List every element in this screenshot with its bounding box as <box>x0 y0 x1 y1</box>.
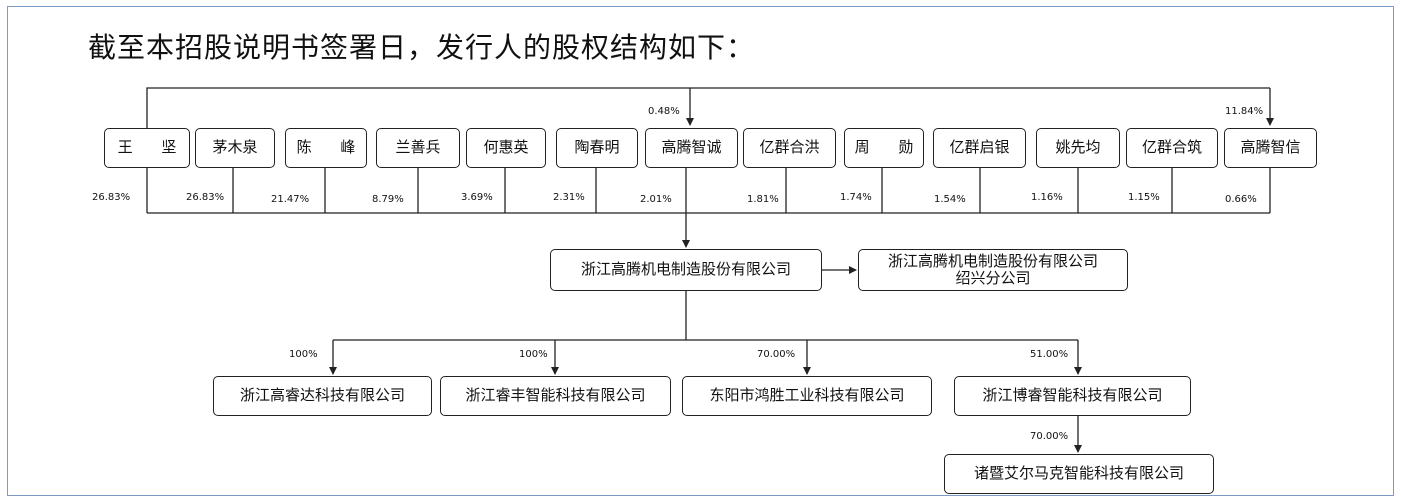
shareholding-pct-yiqun-hehong: 1.81% <box>747 194 779 205</box>
shareholder-box-he-huiying: 何惠英 <box>466 128 546 168</box>
shareholder-box-yiqun-hezhu: 亿群合筑 <box>1126 128 1218 168</box>
shareholding-pct-he-huiying: 3.69% <box>461 192 493 203</box>
branch-name-line1: 浙江高腾机电制造股份有限公司 <box>887 251 1098 270</box>
shareholder-box-tao-chunming: 陶春明 <box>556 128 638 168</box>
shareholding-pct-yiqun-hezhu: 1.15% <box>1128 192 1160 203</box>
subsidiary-box-ruifeng: 浙江睿丰智能科技有限公司 <box>440 376 671 416</box>
shareholder-box-yiqun-hehong: 亿群合洪 <box>743 128 836 168</box>
shareholder-box-mao-muquan: 茅木泉 <box>195 128 275 168</box>
company-box: 浙江高腾机电制造股份有限公司 <box>550 249 822 291</box>
shareholding-pct-wang-jian: 26.83% <box>92 192 131 203</box>
subsidiary-box-gaoruida: 浙江高睿达科技有限公司 <box>213 376 432 416</box>
shareholder-box-wang-jian: 王 坚 <box>104 128 190 168</box>
page-heading: 截至本招股说明书签署日，发行人的股权结构如下： <box>88 31 756 64</box>
shareholding-pct-chen-feng: 21.47% <box>271 194 310 205</box>
shareholder-box-gaoteng-zhixin: 高腾智信 <box>1224 128 1317 168</box>
shareholder-box-yao-xianjun: 姚先均 <box>1036 128 1120 168</box>
branch-name-line2: 绍兴分公司 <box>955 269 1031 287</box>
shareholder-box-gaoteng-zhicheng: 高腾智诚 <box>645 128 738 168</box>
shareholder-box-yiqun-qiyin: 亿群启银 <box>933 128 1026 168</box>
shareholding-pct-yiqun-qiyin: 1.54% <box>934 194 966 205</box>
subsidiary-pct-ruifeng: 100% <box>519 349 548 360</box>
subsidiary-box-hongsheng: 东阳市鸿胜工业科技有限公司 <box>682 376 932 416</box>
shareholding-pct-tao-chunming: 2.31% <box>553 192 585 203</box>
cross-holding-pct-zhicheng: 0.48% <box>648 106 680 117</box>
shareholding-pct-yao-xianjun: 1.16% <box>1031 192 1063 203</box>
cross-holding-pct-zhixin: 11.84% <box>1225 106 1264 117</box>
subsidiary-pct-gaoruida: 100% <box>289 349 318 360</box>
shareholding-pct-zhou-xun: 1.74% <box>840 192 872 203</box>
shareholder-box-lan-shanbing: 兰善兵 <box>376 128 460 168</box>
subsidiary-pct-borui: 51.00% <box>1030 349 1069 360</box>
shareholding-pct-mao-muquan: 26.83% <box>186 192 225 203</box>
subsidiary-box-borui: 浙江博睿智能科技有限公司 <box>954 376 1191 416</box>
shareholder-box-zhou-xun: 周 勋 <box>844 128 924 168</box>
subsidiary-pct-hongsheng: 70.00% <box>757 349 796 360</box>
sub-subsidiary-box-aiermake: 诸暨艾尔马克智能科技有限公司 <box>944 454 1214 494</box>
sub-subsidiary-pct: 70.00% <box>1030 431 1069 442</box>
shareholding-pct-gaoteng-zhixin: 0.66% <box>1225 194 1257 205</box>
shareholder-box-chen-feng: 陈 峰 <box>285 128 367 168</box>
branch-box: 浙江高腾机电制造股份有限公司 绍兴分公司 <box>858 249 1128 291</box>
figure-frame <box>7 6 1394 496</box>
shareholding-pct-gaoteng-zhicheng: 2.01% <box>640 194 672 205</box>
shareholding-pct-lan-shanbing: 8.79% <box>372 194 404 205</box>
